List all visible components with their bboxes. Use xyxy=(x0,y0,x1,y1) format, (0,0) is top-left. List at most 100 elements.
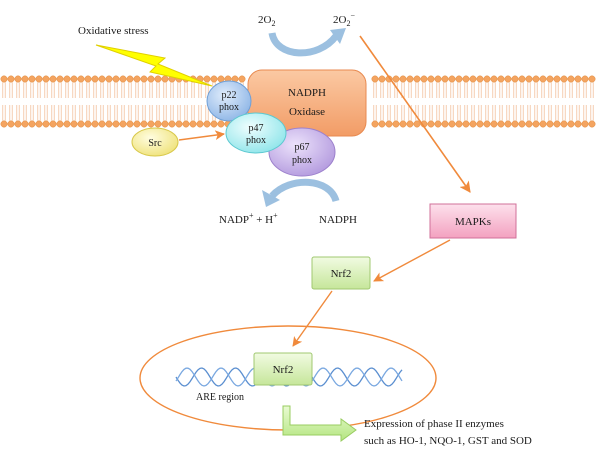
lipid-head xyxy=(385,120,393,128)
lipid-head xyxy=(105,75,113,83)
lipid-head xyxy=(497,120,505,128)
lipid-head xyxy=(504,120,512,128)
p22-label-line2: phox xyxy=(219,102,239,113)
lipid-head xyxy=(112,75,120,83)
lipid-head xyxy=(532,75,540,83)
lipid-head xyxy=(448,75,456,83)
lipid-head xyxy=(140,75,148,83)
superoxide-arrow-head xyxy=(330,28,346,44)
lipid-head xyxy=(0,120,8,128)
src-to-p47-arrow xyxy=(178,130,225,141)
lipid-head xyxy=(392,75,400,83)
lipid-head xyxy=(238,75,246,83)
lipid-head xyxy=(154,75,162,83)
lipid-head xyxy=(483,120,491,128)
lipid-head xyxy=(217,120,225,128)
superoxide-label: 2O2− xyxy=(333,11,355,28)
p22phox-subunit xyxy=(206,80,252,122)
lipid-head xyxy=(560,120,568,128)
lipid-head xyxy=(98,120,106,128)
lipid-head xyxy=(119,75,127,83)
lipid-head xyxy=(462,75,470,83)
lipid-head xyxy=(441,75,449,83)
expression-output-arrow xyxy=(282,405,357,442)
lipid-head xyxy=(133,120,141,128)
membrane-heads-bottom xyxy=(0,120,596,128)
lipid-head xyxy=(161,120,169,128)
lipid-head xyxy=(133,75,141,83)
lipid-head xyxy=(70,120,78,128)
lipid-head xyxy=(371,120,379,128)
lipid-head xyxy=(490,120,498,128)
lipid-head xyxy=(175,120,183,128)
superoxide-conversion-arrow xyxy=(268,31,339,57)
are-region-label: ARE region xyxy=(196,392,244,403)
lipid-head xyxy=(196,120,204,128)
lipid-head xyxy=(7,120,15,128)
lipid-head xyxy=(392,120,400,128)
lipid-head xyxy=(518,75,526,83)
lipid-head xyxy=(140,120,148,128)
lipid-head xyxy=(182,120,190,128)
p67phox-subunit xyxy=(268,127,336,177)
lipid-head xyxy=(525,120,533,128)
lipid-head xyxy=(35,120,43,128)
lipid-head xyxy=(427,75,435,83)
src-kinase xyxy=(131,127,179,157)
lipid-head xyxy=(511,75,519,83)
lipid-head xyxy=(469,75,477,83)
lipid-head xyxy=(126,75,134,83)
lipid-head xyxy=(553,75,561,83)
lipid-head xyxy=(455,75,463,83)
lipid-head xyxy=(581,75,589,83)
lipid-head xyxy=(434,75,442,83)
nadph-oxidase-label-line2: Oxidase xyxy=(289,106,325,118)
lipid-head xyxy=(98,75,106,83)
lipid-head xyxy=(21,75,29,83)
lipid-head xyxy=(14,75,22,83)
lipid-head xyxy=(413,120,421,128)
p47-label-line2: phox xyxy=(246,135,266,146)
nrf2-cytoplasm-box xyxy=(311,256,371,290)
lipid-head xyxy=(91,120,99,128)
lipid-head xyxy=(567,75,575,83)
lipid-head xyxy=(49,75,57,83)
nadph-label: NADPH xyxy=(319,214,357,226)
p67-label-line1: p67 xyxy=(295,142,310,153)
lipid-head xyxy=(35,75,43,83)
lightning-bolt-icon xyxy=(95,44,213,87)
oxygen-label: 2O2 xyxy=(258,14,275,28)
lipid-head xyxy=(518,120,526,128)
lipid-head xyxy=(119,120,127,128)
superoxide-to-mapks-arrow xyxy=(359,35,471,193)
lipid-head xyxy=(203,120,211,128)
lipid-head xyxy=(434,120,442,128)
nrf2-nucleus-box xyxy=(253,352,313,386)
lipid-head xyxy=(63,75,71,83)
lipid-head xyxy=(154,120,162,128)
lipid-head xyxy=(112,120,120,128)
lipid-head xyxy=(63,120,71,128)
lipid-head xyxy=(483,75,491,83)
lipid-head xyxy=(511,120,519,128)
lipid-head xyxy=(546,75,554,83)
lipid-head xyxy=(7,75,15,83)
nrf2-translocation-arrow xyxy=(292,290,333,347)
lipid-head xyxy=(77,120,85,128)
lipid-head xyxy=(91,75,99,83)
lipid-head xyxy=(406,120,414,128)
lipid-head xyxy=(147,75,155,83)
lipid-head xyxy=(490,75,498,83)
lipid-head xyxy=(455,120,463,128)
lipid-head xyxy=(476,75,484,83)
lipid-head xyxy=(28,75,36,83)
nadph-oxidation-arrow xyxy=(269,178,340,203)
lipid-head xyxy=(105,120,113,128)
lipid-head xyxy=(84,75,92,83)
src-label: Src xyxy=(148,138,162,149)
lipid-head xyxy=(406,75,414,83)
lipid-head xyxy=(469,120,477,128)
lipid-head xyxy=(77,75,85,83)
nadph-arrow-head xyxy=(262,190,280,207)
